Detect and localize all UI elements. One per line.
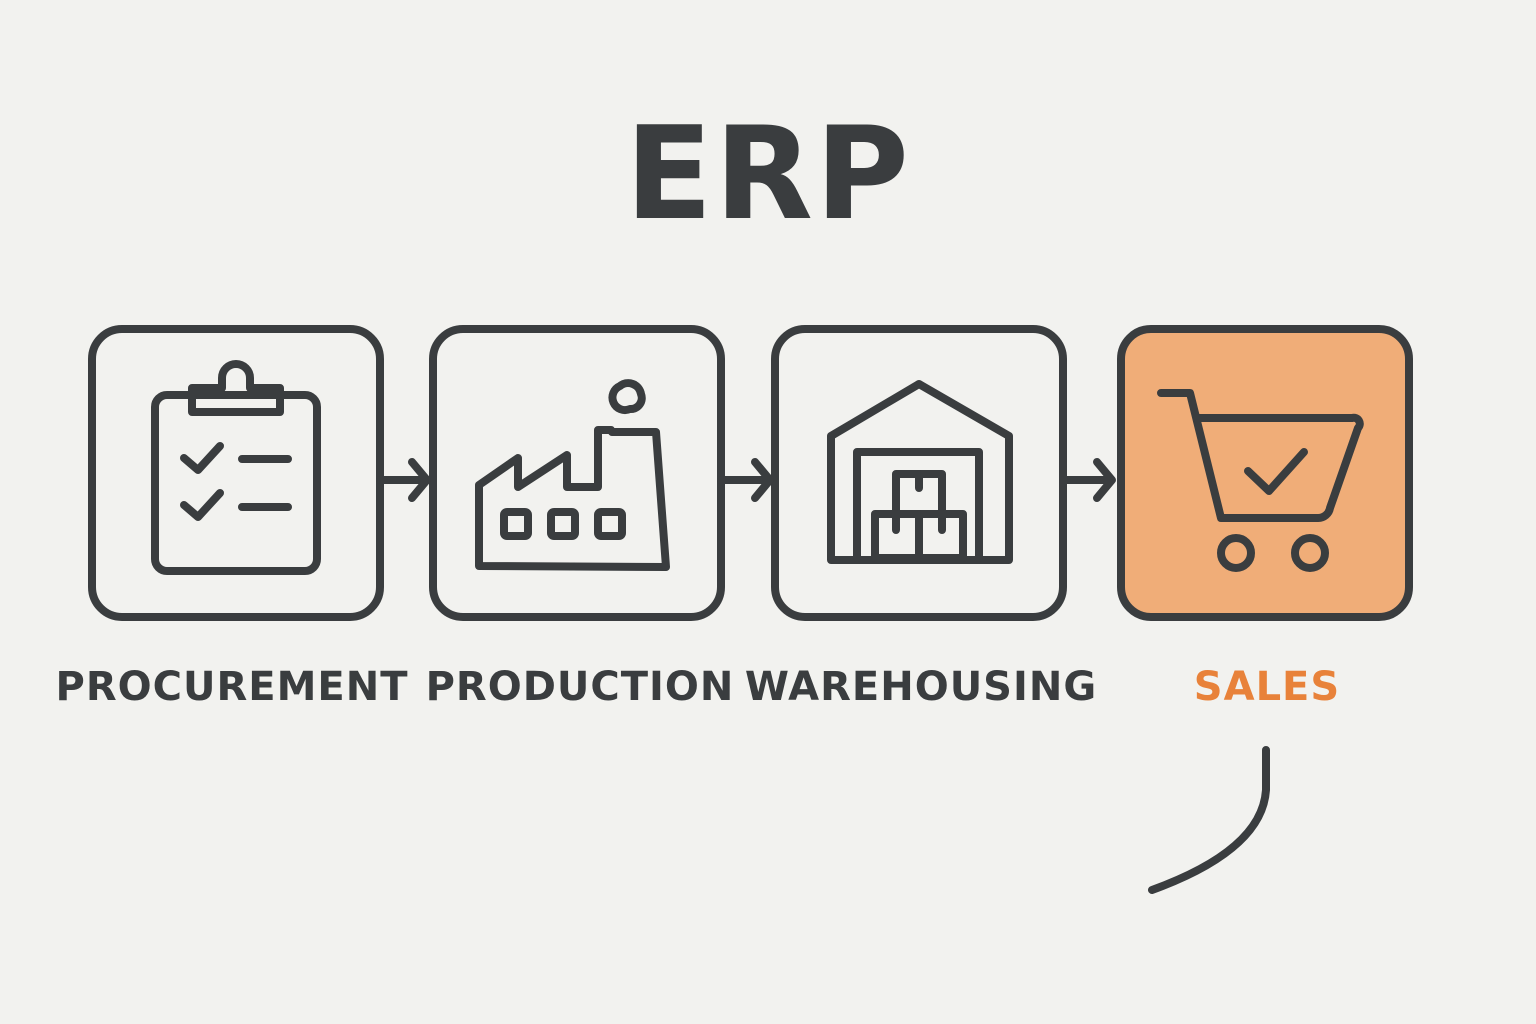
factory-icon: [475, 379, 670, 571]
arrow-icon: [717, 458, 774, 502]
clipboard-checklist-icon: [151, 360, 321, 575]
step-box-procurement: [88, 325, 384, 621]
connector-line: [1148, 746, 1270, 894]
arrow-icon: [1059, 458, 1116, 502]
warehouse-icon: [827, 380, 1013, 564]
diagram-title: ERP: [625, 100, 911, 249]
step-label-procurement: PROCUREMENT: [55, 664, 409, 710]
step-label-sales: SALES: [1193, 664, 1341, 710]
shopping-cart-check-icon: [1157, 389, 1364, 572]
step-box-warehousing: [771, 325, 1067, 621]
arrow-icon: [376, 458, 431, 502]
step-box-sales: [1117, 325, 1413, 621]
step-label-warehousing: WAREHOUSING: [744, 664, 1098, 710]
step-box-production: [429, 325, 725, 621]
step-label-production: PRODUCTION: [425, 664, 735, 710]
